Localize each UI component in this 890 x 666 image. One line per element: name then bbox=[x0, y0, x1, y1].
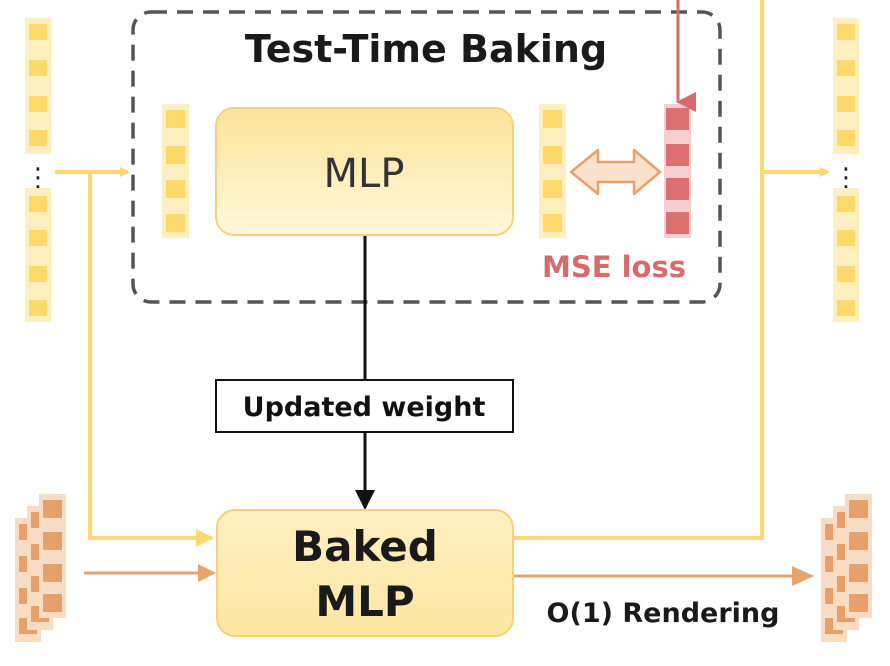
baking-input-tokens bbox=[162, 104, 189, 238]
token bbox=[166, 214, 185, 232]
mlp-label: MLP bbox=[324, 151, 405, 197]
token bbox=[29, 130, 47, 146]
token bbox=[666, 108, 689, 130]
token bbox=[849, 532, 868, 550]
mse-loss-label: MSE loss bbox=[542, 250, 686, 284]
updated-weight-label: Updated weight bbox=[243, 392, 486, 423]
token bbox=[43, 594, 62, 612]
right-output-frames-stack bbox=[821, 494, 872, 642]
token bbox=[837, 24, 855, 40]
token bbox=[29, 60, 47, 76]
token bbox=[29, 266, 47, 282]
token bbox=[837, 230, 855, 246]
token bbox=[849, 500, 868, 518]
token bbox=[849, 594, 868, 612]
token bbox=[837, 196, 855, 212]
mlp-output-tokens bbox=[539, 104, 566, 238]
token bbox=[666, 212, 689, 234]
updated-weight-box bbox=[215, 379, 514, 433]
left-input-token-column: ⋮ bbox=[25, 18, 51, 322]
token bbox=[29, 24, 47, 40]
baked-mlp-label-line2: MLP bbox=[315, 577, 414, 626]
test-time-baking-box bbox=[131, 10, 722, 304]
left-input-frames-stack bbox=[15, 494, 66, 642]
right-output-token-column: ⋮ bbox=[833, 18, 859, 322]
token bbox=[849, 564, 868, 582]
test-time-baking-title: Test-Time Baking bbox=[245, 27, 607, 71]
token bbox=[166, 180, 185, 198]
token bbox=[543, 180, 562, 198]
token bbox=[166, 110, 185, 128]
token bbox=[666, 178, 689, 200]
target-tokens bbox=[664, 104, 691, 238]
token bbox=[29, 300, 47, 316]
token bbox=[29, 196, 47, 212]
token bbox=[166, 146, 185, 164]
token bbox=[837, 60, 855, 76]
token bbox=[666, 144, 689, 166]
baked-output-line bbox=[514, 0, 764, 540]
baked-mlp-block bbox=[216, 509, 514, 637]
token bbox=[29, 230, 47, 246]
mlp-block bbox=[215, 107, 514, 236]
yellow-flow-lines bbox=[55, 0, 830, 547]
token bbox=[29, 96, 47, 112]
token bbox=[543, 110, 562, 128]
token bbox=[543, 214, 562, 232]
rendering-label: O(1) Rendering bbox=[547, 598, 780, 629]
token bbox=[43, 564, 62, 582]
token bbox=[837, 266, 855, 282]
token bbox=[837, 300, 855, 316]
token bbox=[837, 96, 855, 112]
token bbox=[43, 532, 62, 550]
mse-double-arrow-icon bbox=[569, 148, 662, 196]
token bbox=[43, 500, 62, 518]
input-to-baked-arrow bbox=[88, 172, 214, 547]
token bbox=[543, 146, 562, 164]
token bbox=[837, 130, 855, 146]
baked-mlp-label-line1: Baked bbox=[292, 522, 438, 571]
